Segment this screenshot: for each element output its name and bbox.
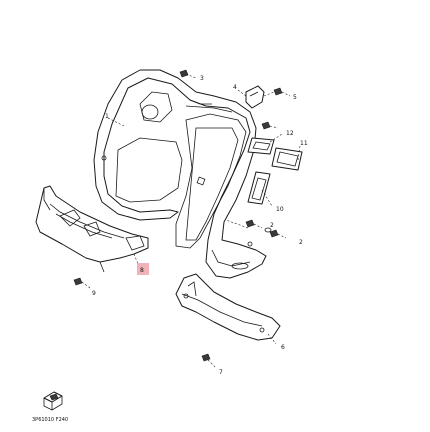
leader-lines <box>107 89 301 345</box>
callout-12: 12 <box>286 130 294 137</box>
callout-labels: 1 2 2 3 4 5 6 7 8 9 10 11 12 <box>92 75 308 376</box>
callout-8: 8 <box>140 267 144 274</box>
book-icon <box>43 391 63 411</box>
callout-5: 5 <box>293 94 297 101</box>
emblem-parts <box>247 137 303 171</box>
callout-11: 11 <box>300 140 308 147</box>
side-panel-part <box>35 185 149 273</box>
figure-code: 3P61010 F240 <box>32 417 68 423</box>
fastener-screws <box>73 69 291 369</box>
callout-6: 6 <box>281 344 285 351</box>
callout-9: 9 <box>92 290 96 297</box>
figure-code-block: 3P61010 F240 <box>32 391 68 423</box>
callout-7: 7 <box>219 369 223 376</box>
callout-8-highlight <box>137 263 149 275</box>
callout-2-right: 2 <box>270 222 274 229</box>
callout-1: 1 <box>105 113 109 120</box>
bracket-part <box>245 85 265 109</box>
bottom-cover-part <box>175 273 281 341</box>
callout-10: 10 <box>276 206 284 213</box>
callout-4: 4 <box>233 84 237 91</box>
inner-trim-part <box>247 171 271 205</box>
callout-2-lower: 2 <box>299 239 303 246</box>
callout-3: 3 <box>200 75 204 82</box>
